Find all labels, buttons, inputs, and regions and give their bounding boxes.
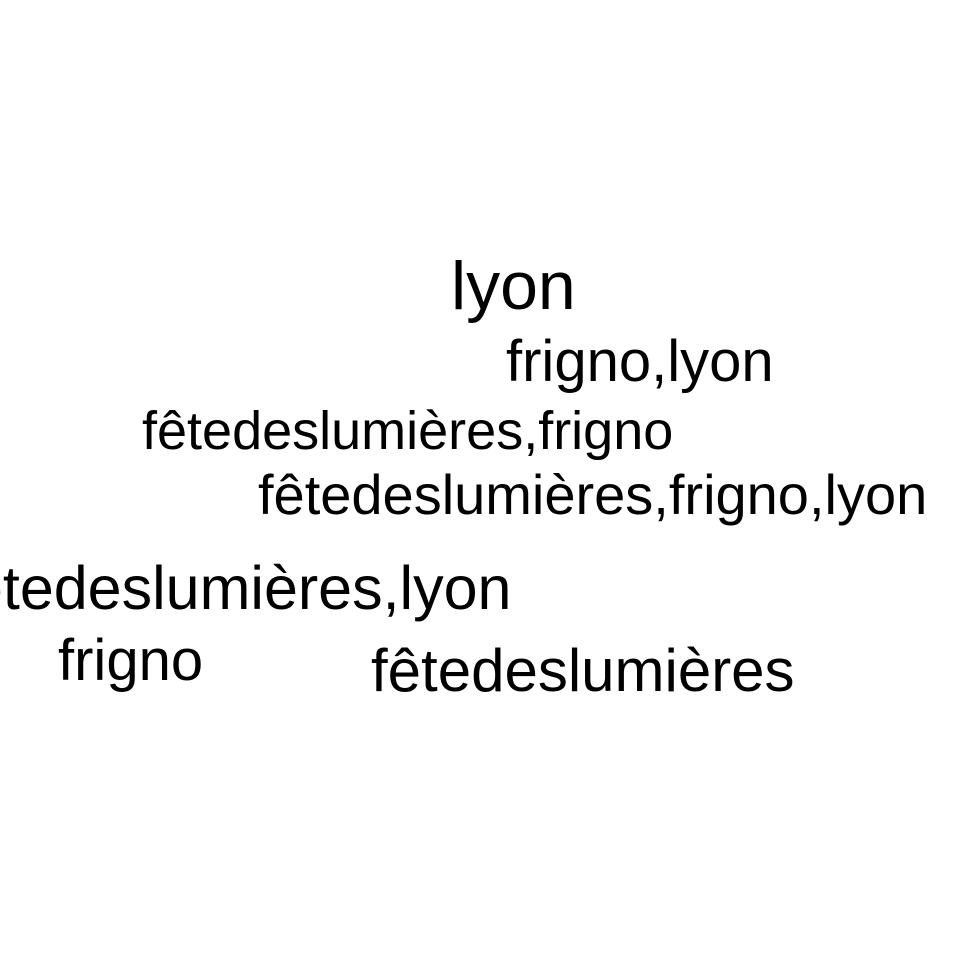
word-lyon: lyon	[451, 248, 576, 324]
word-fetedeslumieres: fêtedeslumières	[371, 637, 795, 704]
word-fetedeslumieres-frigno-lyon: fêtedeslumières,frigno,lyon	[258, 463, 928, 526]
word-fetedeslumieres-lyon: fêtedeslumières,lyon	[0, 554, 512, 622]
word-frigno: frigno	[58, 628, 204, 693]
word-frigno-lyon: frigno,lyon	[506, 329, 774, 394]
word-fetedeslumieres-frigno: fêtedeslumières,frigno	[142, 401, 674, 461]
